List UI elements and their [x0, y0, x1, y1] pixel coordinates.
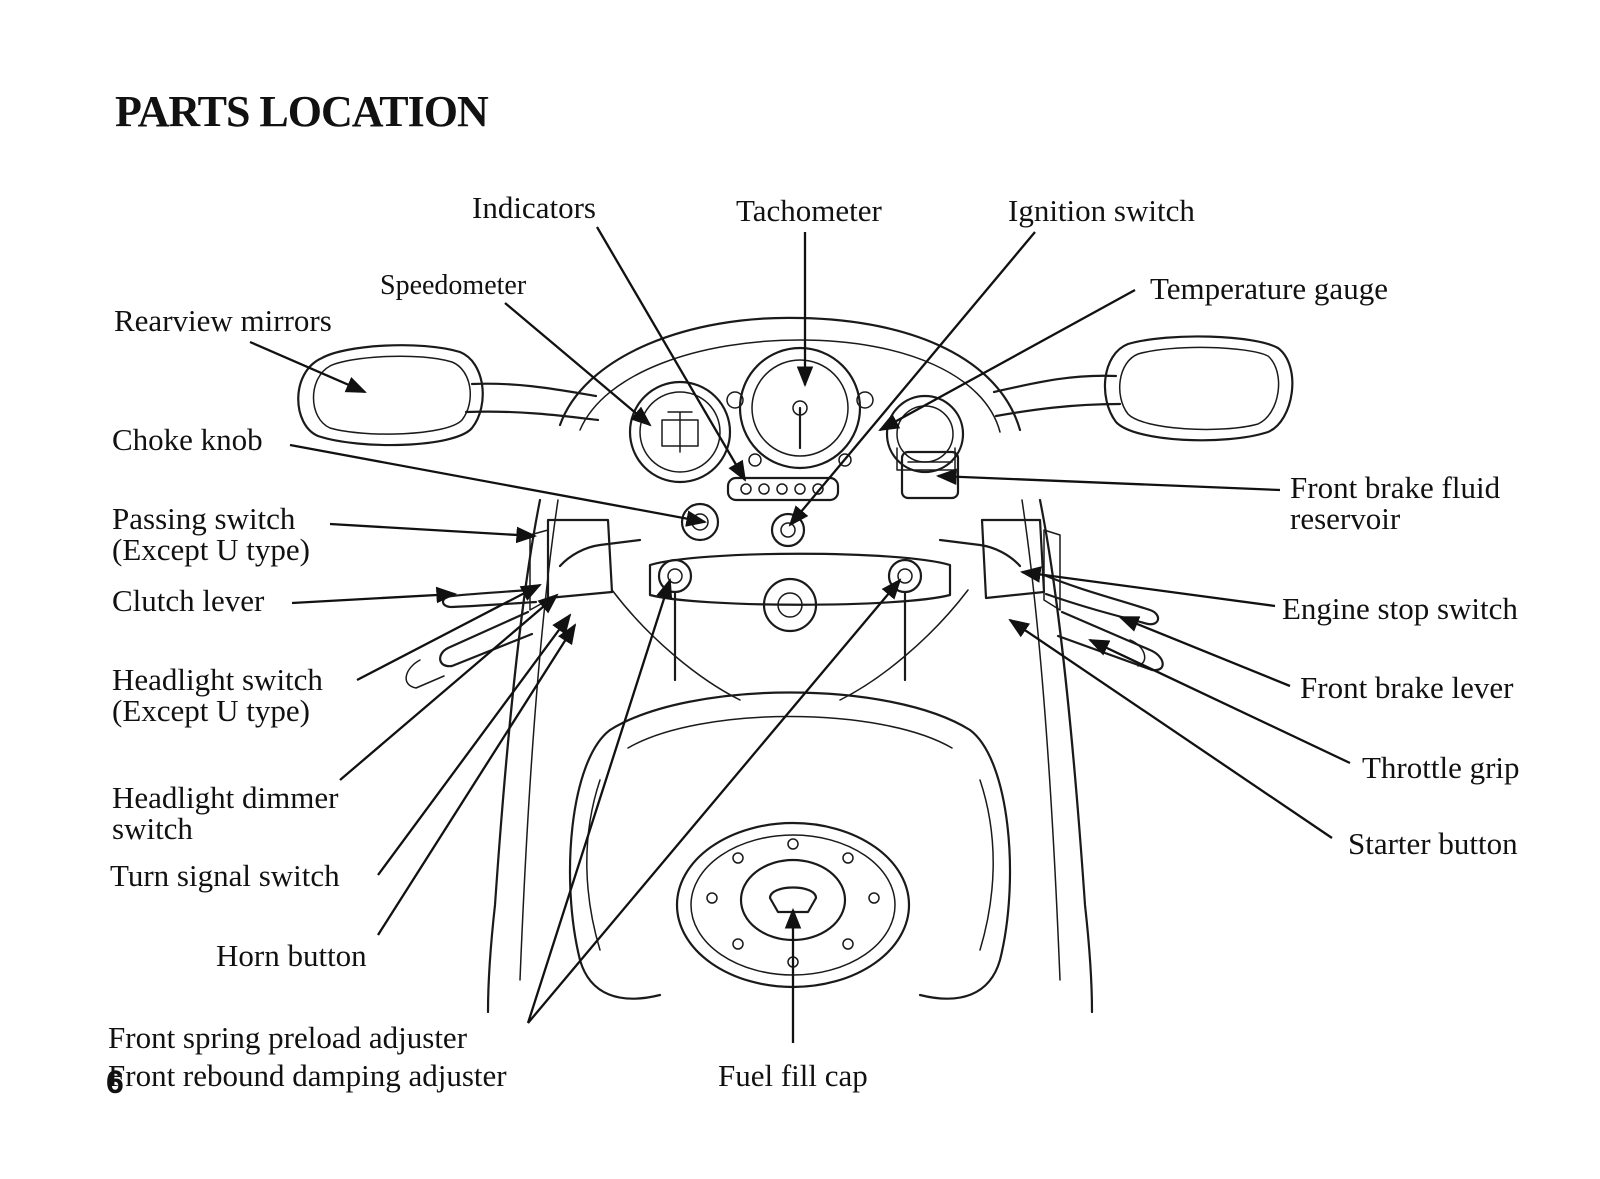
motorcycle-illustration [297, 316, 1294, 1014]
label-front-brake-fluid-reservoir-line1: Front brake fluid [1290, 470, 1501, 505]
speedometer-gauge [628, 380, 732, 484]
top-bridge [611, 552, 969, 701]
label-headlight-switch-line1: Headlight switch [112, 662, 323, 697]
label-headlight-dimmer-switch-line1: Headlight dimmer [112, 780, 339, 815]
label-front-brake-lever: Front brake lever [1300, 670, 1514, 705]
label-front-spring-preload-adjuster: Front spring preload adjuster [108, 1020, 468, 1055]
label-temperature-gauge: Temperature gauge [1150, 271, 1388, 306]
label-throttle-grip: Throttle grip [1362, 750, 1520, 785]
ignition-switch-key [770, 512, 806, 548]
leader-lines [249, 226, 1351, 1043]
label-front-brake-fluid-reservoir-line2: reservoir [1290, 501, 1401, 536]
indicator-lights [726, 476, 840, 502]
right-mirror [992, 335, 1294, 442]
label-passing-switch-line1: Passing switch [112, 501, 296, 536]
label-turn-signal-switch: Turn signal switch [110, 858, 340, 893]
label-starter-button: Starter button [1348, 826, 1518, 861]
label-ignition-switch: Ignition switch [1008, 193, 1195, 228]
label-clutch-lever: Clutch lever [112, 583, 265, 618]
label-headlight-switch: Headlight switch (Except U type) [112, 664, 323, 726]
label-headlight-switch-line2: (Except U type) [112, 693, 310, 728]
label-headlight-dimmer-switch-line2: switch [112, 811, 193, 846]
left-mirror [297, 344, 600, 447]
temperature-gauge-dial [885, 394, 965, 474]
label-tachometer: Tachometer [736, 193, 882, 228]
label-fuel-fill-cap: Fuel fill cap [718, 1058, 868, 1093]
label-headlight-dimmer-switch: Headlight dimmer switch [112, 782, 338, 844]
label-engine-stop-switch: Engine stop switch [1282, 591, 1518, 626]
label-choke-knob: Choke knob [112, 422, 263, 457]
page-number: 6 [106, 1064, 124, 1100]
page-title: PARTS LOCATION [115, 87, 489, 136]
front-brake-fluid-reservoir [900, 450, 960, 500]
label-front-rebound-damping-adjuster: Front rebound damping adjuster [108, 1058, 507, 1093]
label-rearview-mirrors: Rearview mirrors [114, 303, 332, 338]
label-indicators: Indicators [472, 190, 596, 225]
label-speedometer: Speedometer [380, 270, 527, 301]
label-front-brake-fluid-reservoir: Front brake fluid reservoir [1290, 472, 1500, 534]
label-passing-switch-line2: (Except U type) [112, 532, 310, 567]
tachometer-gauge [726, 346, 874, 470]
label-horn-button: Horn button [216, 938, 367, 973]
label-passing-switch: Passing switch (Except U type) [112, 503, 310, 565]
fuel-tank [568, 691, 1012, 1000]
